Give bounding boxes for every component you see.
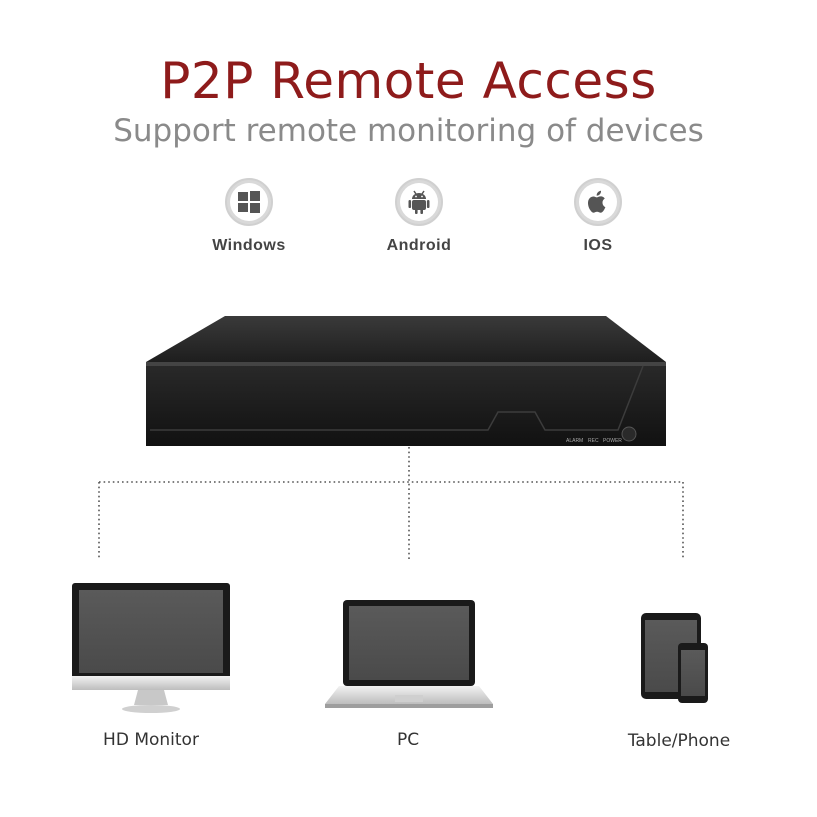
monitor-icon [72, 583, 230, 713]
indicator-power: POWER [603, 438, 622, 444]
laptop-icon [325, 600, 493, 708]
page-title: P2P Remote Access [160, 52, 657, 110]
platform-windows: Windows [189, 178, 309, 255]
platform-android: Android [359, 178, 479, 255]
device-label-monitor: HD Monitor [103, 730, 199, 750]
device-label-pc: PC [396, 730, 420, 750]
apple-icon [579, 183, 617, 221]
page-subtitle: Support remote monitoring of devices [113, 113, 704, 149]
platform-label: Android [386, 237, 452, 254]
platform-ios: IOS [538, 178, 658, 255]
device-label-tablet-phone: Table/Phone [627, 731, 731, 751]
windows-icon [230, 183, 268, 221]
tablet-phone-icon [641, 613, 708, 703]
platform-label: Windows [212, 237, 286, 254]
power-button-icon [621, 426, 637, 442]
indicator-rec: REC [588, 438, 599, 444]
connector-lines [98, 447, 684, 560]
platform-label: IOS [583, 237, 613, 254]
android-icon [400, 183, 438, 221]
nvr-recorder [146, 316, 666, 446]
indicator-alarm: ALARM [566, 438, 583, 444]
